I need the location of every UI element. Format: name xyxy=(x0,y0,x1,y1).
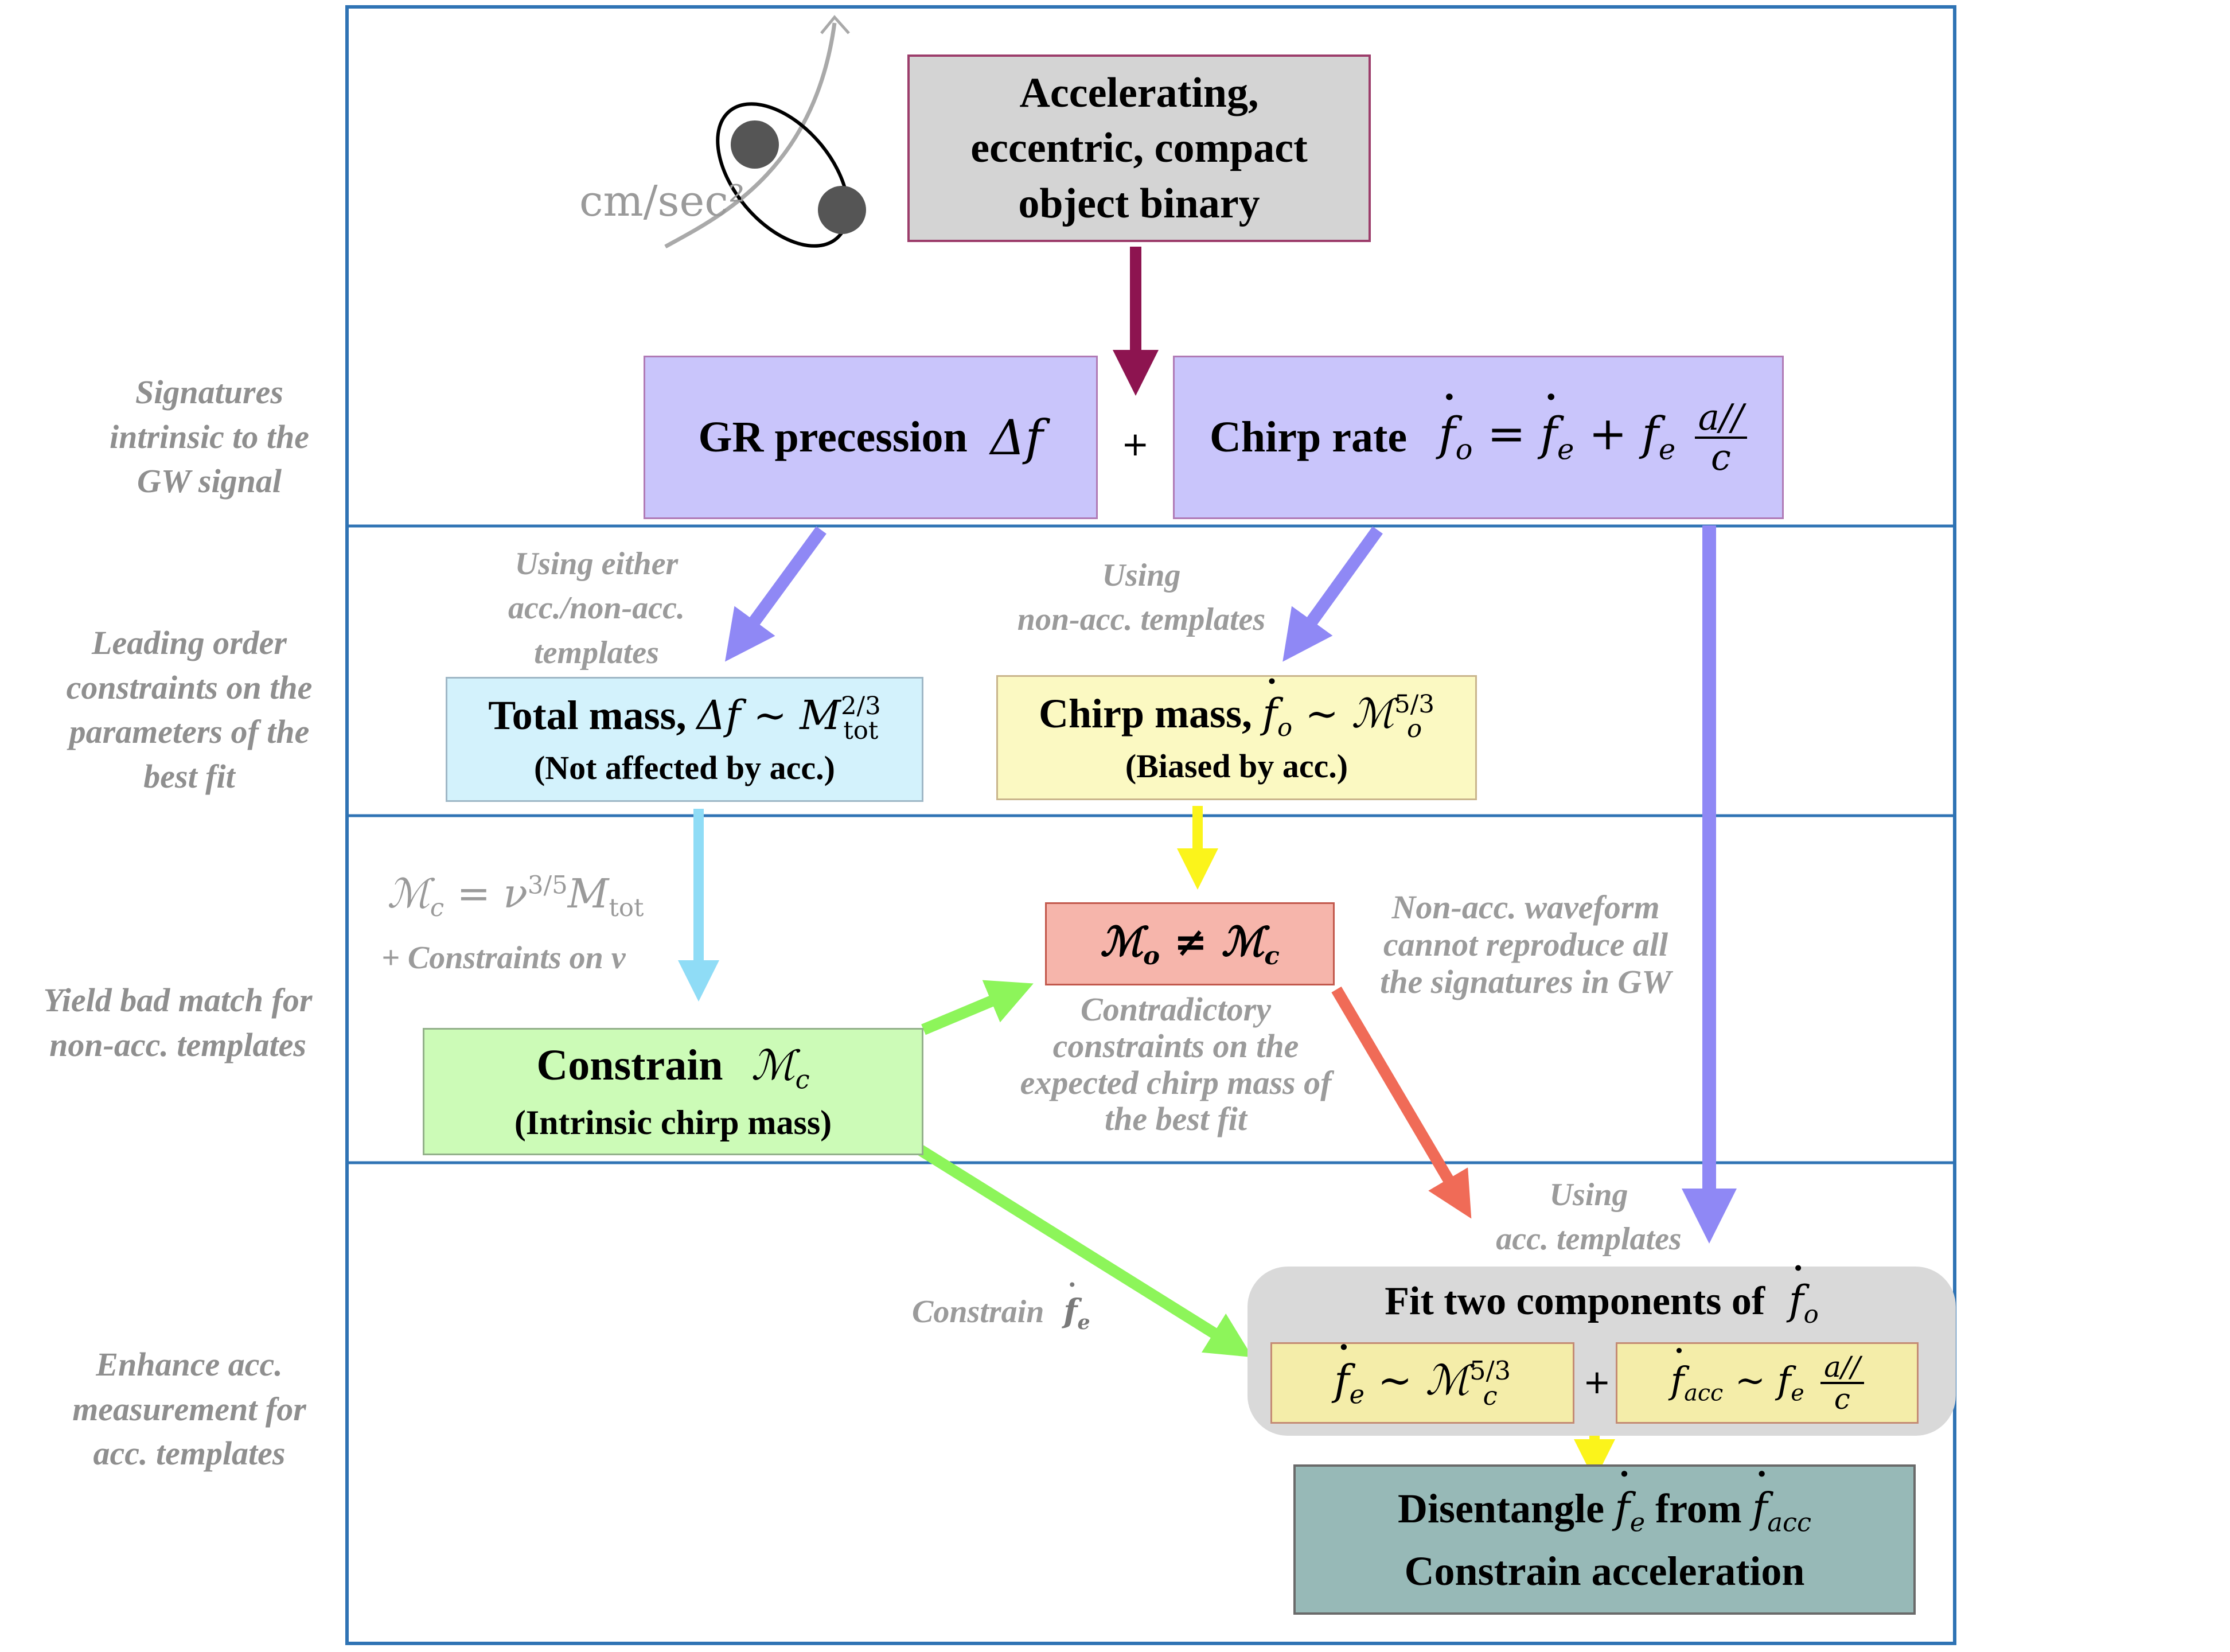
chirp-mass-note: (Biased by acc.) xyxy=(1125,747,1348,785)
binary-illustration xyxy=(664,15,866,249)
orbit-ellipse xyxy=(716,102,850,248)
fe-component-box: fe ~ ℳ5/3c xyxy=(1270,1342,1574,1424)
annotation-contradictory: Contradictory constraints on the expecte… xyxy=(1020,991,1332,1138)
gr-precession-box: GR precession Δf xyxy=(644,356,1098,519)
chirp-rate-box: Chirp rate fo = fe + fe a//c xyxy=(1173,356,1784,519)
annotation-using-either: Using either acc./non-acc. templates xyxy=(508,546,685,671)
row-label-signatures: Signatures intrinsic to the GW signal xyxy=(109,373,310,500)
plus-sign-signatures: + xyxy=(1121,424,1149,463)
plus-sign-components: + xyxy=(1583,1362,1611,1401)
arrow-chirprate-to-chirp-mass xyxy=(1282,526,1383,662)
arrow-constrain-to-fe xyxy=(917,1145,1253,1358)
trajectory-curve xyxy=(664,22,837,249)
annotation-using-acc: Using acc. templates xyxy=(1496,1177,1682,1257)
disentangle-line-2: Constrain acceleration xyxy=(1404,1548,1805,1594)
disentangle-box: Disentangle fe from facc Constrain accel… xyxy=(1293,1464,1916,1615)
compact-object-1 xyxy=(731,120,779,169)
acceleration-unit-label: cm/sec² xyxy=(579,177,746,226)
annotation-constraints-on-nu: + Constraints on ν xyxy=(381,940,626,976)
disentangle-line-1: Disentangle fe from facc xyxy=(1398,1478,1811,1541)
outer-frame xyxy=(345,5,1956,1645)
trajectory-arrowhead xyxy=(820,15,850,34)
constrain-mc-title: Constrain ℳc xyxy=(536,1041,810,1095)
row-label-bad-match: Yield bad match for non-acc. templates xyxy=(43,981,313,1063)
chirp-mass-box: Chirp mass, fo ~ ℳ5/3o (Biased by acc.) xyxy=(996,675,1477,800)
arrow-precession-to-total-mass xyxy=(725,526,826,662)
gr-precession-label: GR precession xyxy=(698,413,968,461)
constrain-mc-box: Constrain ℳc (Intrinsic chirp mass) xyxy=(423,1028,923,1155)
constrain-mc-note: (Intrinsic chirp mass) xyxy=(514,1103,832,1141)
annotation-nonacc-waveform: Non-acc. waveform cannot reproduce all t… xyxy=(1380,889,1671,1000)
row-label-leading-order: Leading order constraints on the paramet… xyxy=(66,624,313,796)
row-label-enhance: Enhance acc. measurement for acc. templa… xyxy=(72,1346,306,1472)
chirp-rate-label: Chirp rate xyxy=(1210,413,1408,461)
binary-title-box: Accelerating, eccentric, compact object … xyxy=(907,54,1371,242)
total-mass-note: (Not affected by acc.) xyxy=(533,749,835,786)
arrow-constrain-to-mismatch xyxy=(921,980,1034,1035)
chirp-rate-equation: fo = fe + fe a//c xyxy=(1438,399,1747,476)
annotation-mc-relation: ℳc = ν3/5Mtot xyxy=(387,870,644,922)
fit-two-title: Fit two components of fo xyxy=(1385,1277,1819,1329)
compact-object-2 xyxy=(818,186,866,234)
chirp-mass-title: Chirp mass, fo ~ ℳ5/3o xyxy=(1039,690,1434,742)
annotation-constrain-fe: Constrain fe xyxy=(912,1289,1090,1337)
annotation-using-nonacc: Using non-acc. templates xyxy=(1017,558,1266,638)
mismatch-box: ℳo ≠ ℳc xyxy=(1045,902,1335,985)
gr-precession-symbol: Δf xyxy=(990,409,1043,466)
facc-component-box: facc ~ fe a//c xyxy=(1616,1342,1919,1424)
arrow-mismatch-to-acc-templates xyxy=(1331,986,1472,1219)
